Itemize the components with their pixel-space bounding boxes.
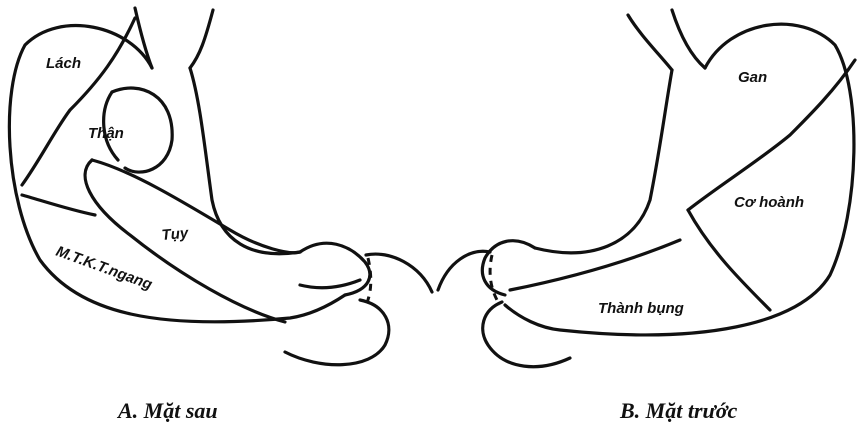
pancreas-upper-a [92,160,300,253]
stomach-outline-b [505,24,854,335]
mesocolon-divider-a [22,195,95,215]
diaphragm-divider-b [688,210,770,310]
caption-panel-a: A. Mặt sau [116,398,218,423]
esophagus-right-wall-a [190,10,213,68]
caption-panel-b: B. Mặt trước [619,398,738,423]
pylorus-lower-a [300,280,360,288]
lesser-curvature-a [190,68,300,254]
panel-a-posterior-view: Lách Thận Tụy M.T.K.T.ngang [9,8,432,365]
label-tuy: Tụy [161,225,190,244]
label-than: Thận [88,125,124,142]
esophagus-right-wall-b [672,10,705,68]
pylorus-dashed-line-b [490,255,500,305]
esophagus-left-wall-a [135,8,152,68]
label-lach: Lách [46,55,81,72]
label-co-hoanh: Cơ hoành [734,194,804,211]
lesser-curvature-b [535,70,672,253]
liver-divider-b [688,60,855,210]
label-mtkt-ngang: M.T.K.T.ngang [54,243,155,294]
label-thanh-bung: Thành bụng [598,300,684,317]
esophagus-left-wall-b [628,15,672,70]
label-gan: Gan [738,69,767,86]
duodenum-a [366,254,432,292]
duodenum-loop-a [285,300,389,365]
duodenum-loop-b [483,302,570,367]
panel-b-anterior-view: Gan Cơ hoành Thành bụng [438,10,855,367]
